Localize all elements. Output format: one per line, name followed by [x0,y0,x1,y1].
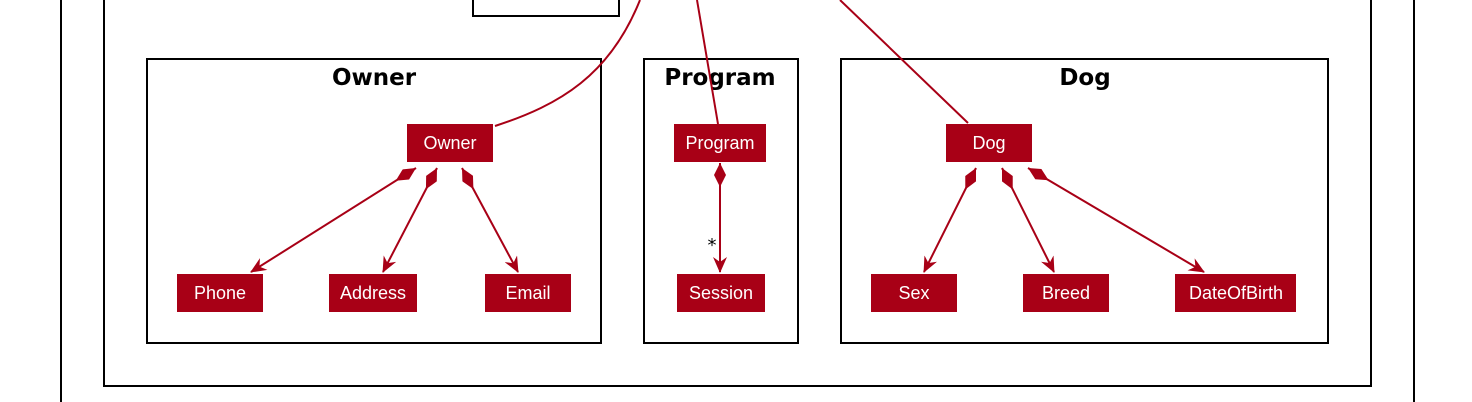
class-dateofbirth: DateOfBirth [1175,274,1296,312]
package-title-owner: Owner [332,65,417,91]
class-label-phone: Phone [194,283,246,303]
edge-incoming-dog [839,0,969,124]
class-label-sex: Sex [898,283,929,303]
package-title-dog: Dog [1059,65,1110,91]
edge-incoming-owner [494,0,641,127]
class-label-dog: Dog [972,133,1005,153]
class-label-dateofbirth: DateOfBirth [1189,283,1283,303]
class-owner: Owner [407,124,493,162]
model-frame [103,0,1372,387]
edge-owner-address [382,167,438,273]
class-label-breed: Breed [1042,283,1090,303]
class-phone: Phone [177,274,263,312]
package-owner: Owner [146,58,602,344]
class-label-session: Session [689,283,753,303]
package-program: Program [643,58,799,344]
edge-dog-breed [1001,167,1055,273]
edge-dog-dob [1027,167,1205,273]
edge-dog-sex [923,167,977,273]
class-breed: Breed [1023,274,1109,312]
class-label-owner: Owner [423,133,476,153]
package-title-program: Program [664,65,775,91]
edge-incoming-program [696,0,719,125]
class-program: Program [674,124,766,162]
multiplicity-session: * [708,235,717,256]
class-label-email: Email [505,283,550,303]
class-dog: Dog [946,124,1032,162]
class-address: Address [329,274,417,312]
class-label-address: Address [340,283,406,303]
package-dog: Dog [840,58,1329,344]
class-email: Email [485,274,571,312]
class-label-program: Program [685,133,754,153]
class-session: Session [677,274,765,312]
edge-owner-email [461,167,519,273]
top-class-box-fragment [472,0,620,17]
class-sex: Sex [871,274,957,312]
